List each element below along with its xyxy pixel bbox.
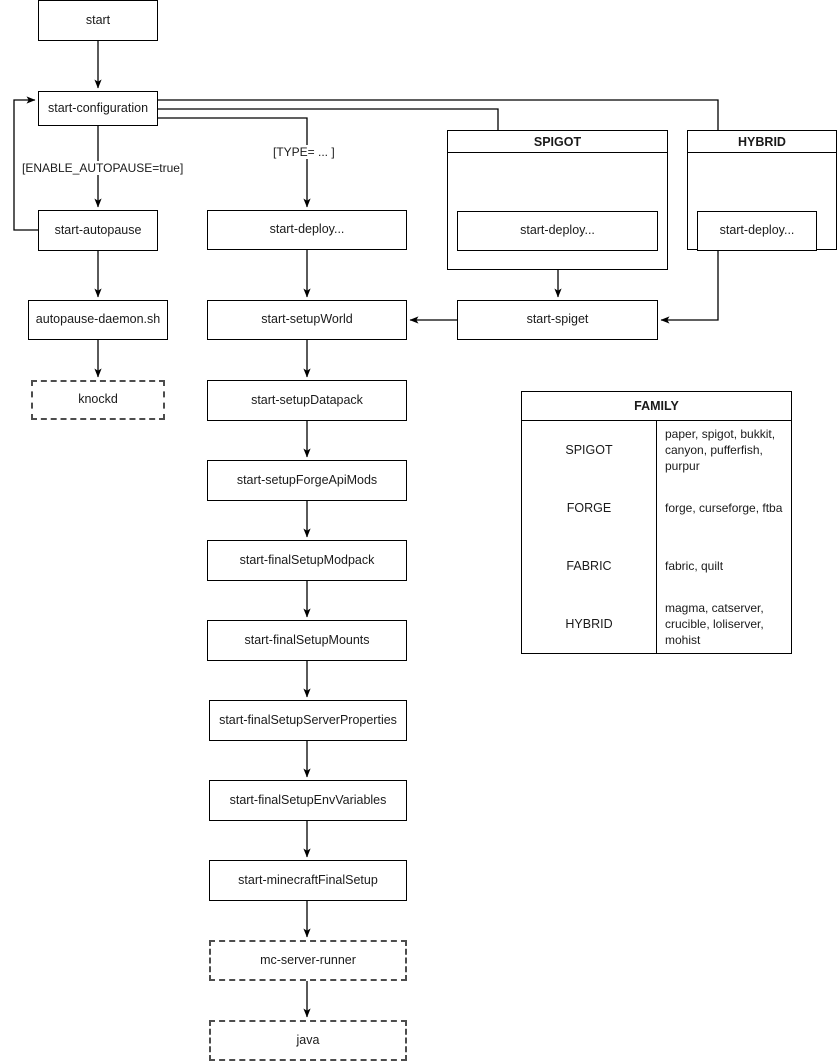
family-legend-table: FAMILY SPIGOT paper, spigot, bukkit, can… <box>521 391 792 654</box>
node-start-finalsetupenvvariables[interactable]: start-finalSetupEnvVariables <box>209 780 407 821</box>
node-start-finalsetupserverproperties[interactable]: start-finalSetupServerProperties <box>209 700 407 741</box>
node-start-setupforgeapimods[interactable]: start-setupForgeApiMods <box>207 460 407 501</box>
node-start-minecraftfinalsetup[interactable]: start-minecraftFinalSetup <box>209 860 407 901</box>
node-mc-server-runner[interactable]: mc-server-runner <box>209 940 407 981</box>
legend-row: HYBRID magma, catserver, crucible, lolis… <box>522 595 791 653</box>
node-start-deploy-spigot[interactable]: start-deploy... <box>457 211 658 251</box>
node-start-finalsetupmounts[interactable]: start-finalSetupMounts <box>207 620 407 661</box>
legend-family-key: FORGE <box>522 479 657 537</box>
legend-family-key: FABRIC <box>522 537 657 595</box>
edge-autopause-loopback <box>13 96 38 231</box>
node-start-setupworld[interactable]: start-setupWorld <box>207 300 407 340</box>
legend-family-value: paper, spigot, bukkit, canyon, pufferfis… <box>665 426 776 474</box>
group-hybrid-title: HYBRID <box>688 131 836 153</box>
legend-family-value: forge, curseforge, ftba <box>665 500 783 515</box>
legend-header-row: FAMILY <box>522 392 791 421</box>
legend-family-value: fabric, quilt <box>665 558 724 573</box>
legend-family-value: magma, catserver, crucible, loliserver, … <box>665 600 764 648</box>
legend-family-key: HYBRID <box>522 595 657 653</box>
legend-row: SPIGOT paper, spigot, bukkit, canyon, pu… <box>522 420 791 479</box>
legend-row: FABRIC fabric, quilt <box>522 537 791 595</box>
node-start-deploy-main[interactable]: start-deploy... <box>207 210 407 250</box>
node-start[interactable]: start <box>38 0 158 41</box>
node-autopause-daemon-sh[interactable]: autopause-daemon.sh <box>28 300 168 340</box>
edge-label-enable-autopause: [ENABLE_AUTOPAUSE=true] <box>20 161 186 175</box>
group-spigot-title: SPIGOT <box>448 131 667 153</box>
legend-header-cell: FAMILY <box>522 392 791 421</box>
node-start-configuration[interactable]: start-configuration <box>38 91 158 126</box>
node-java[interactable]: java <box>209 1020 407 1061</box>
node-start-setupdatapack[interactable]: start-setupDatapack <box>207 380 407 421</box>
node-start-deploy-hybrid[interactable]: start-deploy... <box>697 211 817 251</box>
legend-row: FORGE forge, curseforge, ftba <box>522 479 791 537</box>
edge-hybrid-deploy-to-spiget <box>660 251 719 324</box>
edge-label-type: [TYPE= ... ] <box>271 145 337 159</box>
node-start-finalsetupmodpack[interactable]: start-finalSetupModpack <box>207 540 407 581</box>
edge-configuration-to-deploy-main <box>158 117 311 208</box>
legend-family-key: SPIGOT <box>522 420 657 479</box>
node-start-spiget[interactable]: start-spiget <box>457 300 658 340</box>
node-start-autopause[interactable]: start-autopause <box>38 210 158 251</box>
node-knockd[interactable]: knockd <box>31 380 165 420</box>
